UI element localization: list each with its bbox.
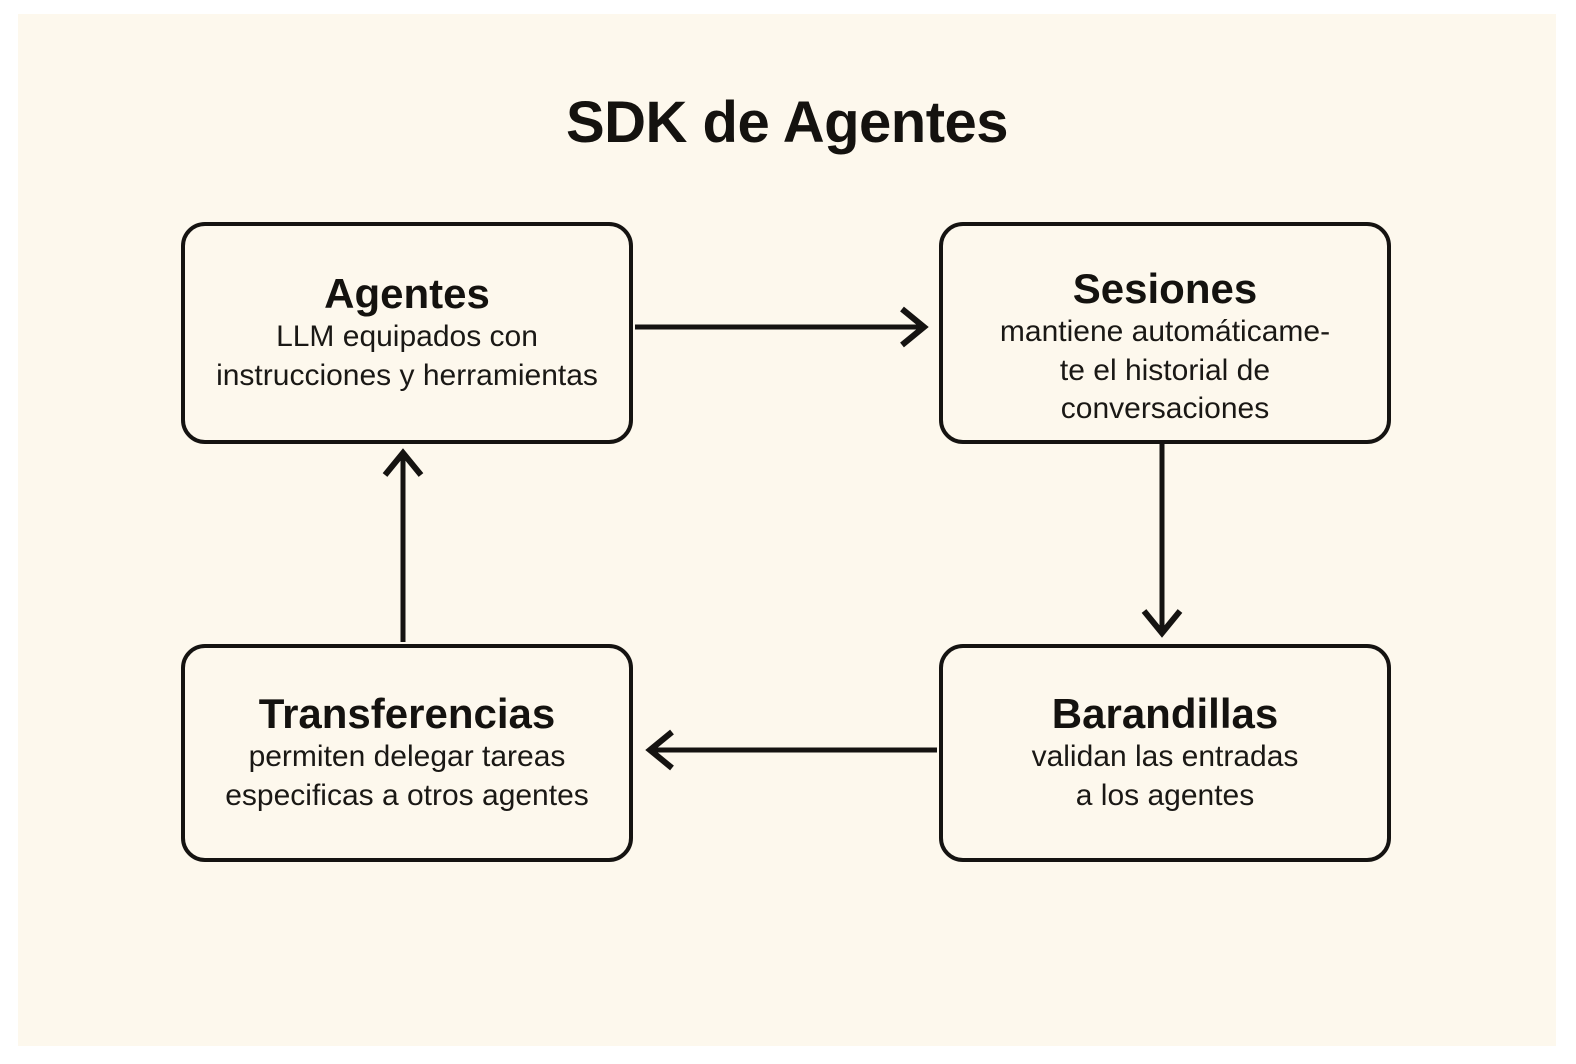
node-barandillas-title: Barandillas <box>1051 689 1279 737</box>
node-agentes-title: Agentes <box>324 269 490 317</box>
node-sesiones[interactable]: Sesiones mantiene automáticame- te el hi… <box>939 222 1391 444</box>
edge-transferencias-to-agentes-target[interactable] <box>385 444 421 648</box>
edge-sesiones-to-barandillas-target[interactable] <box>1144 432 1180 648</box>
arrow-layer <box>382 306 1183 771</box>
node-transferencias-title: Transferencias <box>258 689 556 737</box>
node-sesiones-title: Sesiones <box>1072 265 1258 312</box>
page-title: SDK de Agentes <box>565 90 1009 155</box>
edge-barandillas-to-transferencias-target[interactable] <box>633 732 939 768</box>
node-transferencias[interactable]: Transferencias permiten delegar tareas e… <box>181 644 633 862</box>
node-barandillas-description: validan las entradas a los agentes <box>1031 740 1299 812</box>
node-barandillas[interactable]: Barandillas validan las entradas a los a… <box>939 644 1391 862</box>
node-agentes[interactable]: Agentes LLM equipados con instrucciones … <box>181 222 633 444</box>
node-agentes-description: LLM equipados con instrucciones y herram… <box>216 320 598 392</box>
diagram-stage: SDK de Agentes <box>18 14 1556 1046</box>
node-transferencias-description: permiten delegar tareas especificas a ot… <box>225 740 589 812</box>
node-sesiones-description: mantiene automáticame- te el historial d… <box>999 315 1331 426</box>
edge-agentes-to-sesiones-target[interactable] <box>633 309 939 345</box>
